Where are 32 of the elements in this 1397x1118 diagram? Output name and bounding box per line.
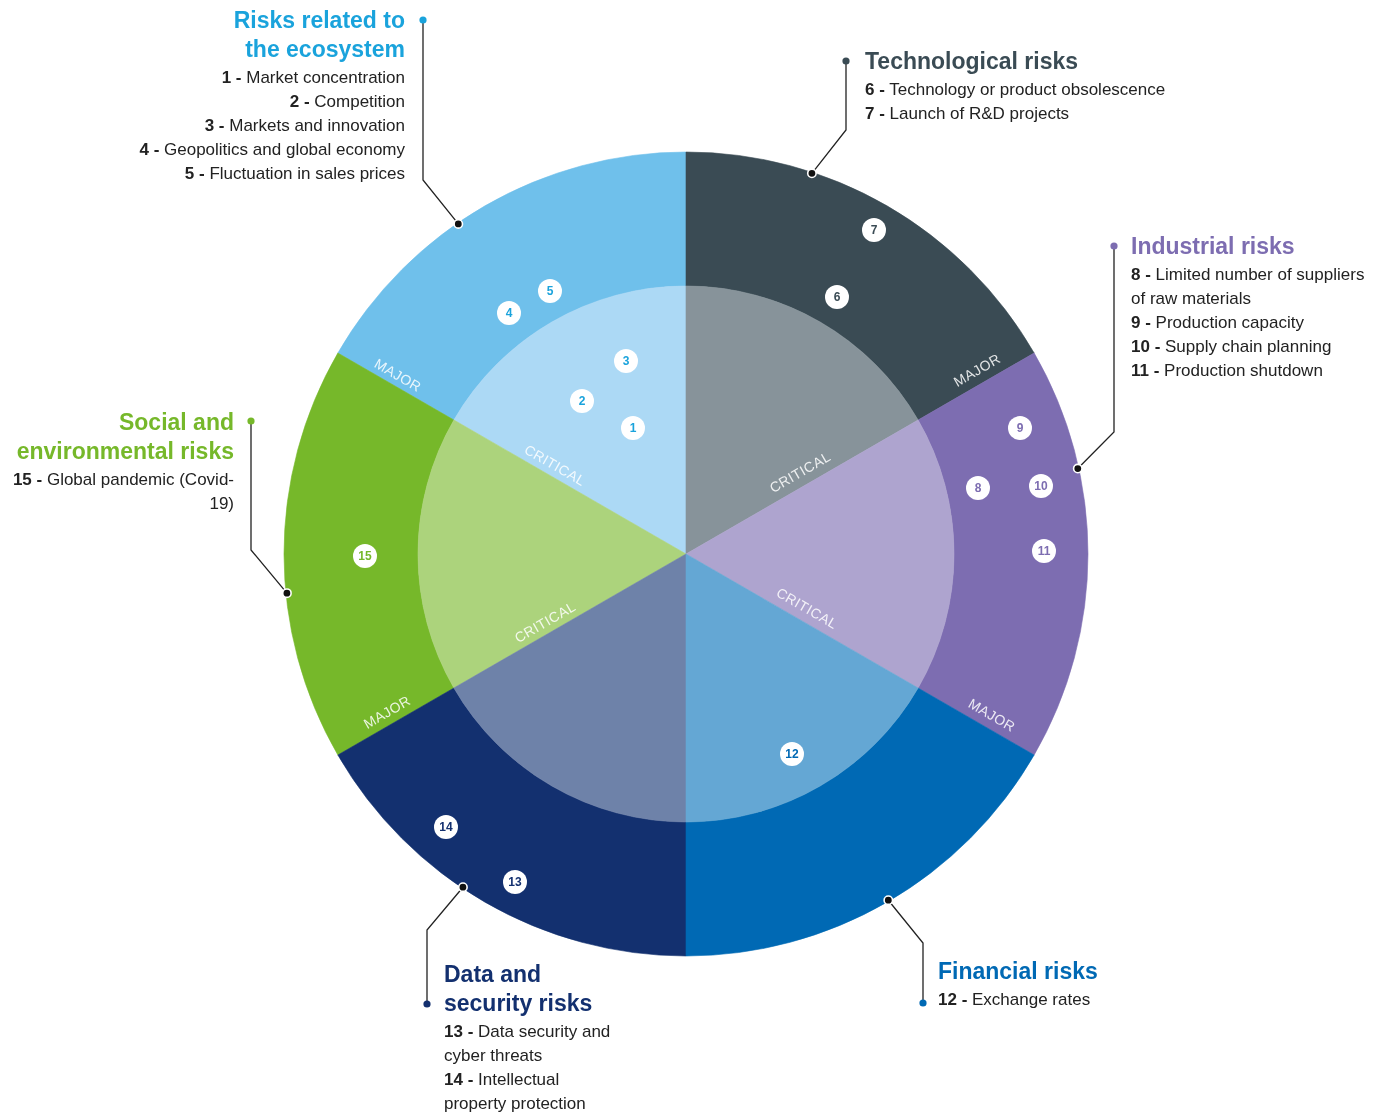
risk-item: 12 - Exchange rates <box>938 989 1092 1011</box>
risk-item: 3 - Markets and innovation <box>203 115 405 137</box>
risk-item: 1 - Market concentration <box>220 67 405 89</box>
category-heading: Industrial risks <box>1131 232 1296 261</box>
leader-line <box>806 57 850 179</box>
risk-item: 7 - Launch of R&D projects <box>865 103 1071 125</box>
pie-sector <box>685 553 1035 957</box>
category-heading: Technological risks <box>865 47 1080 76</box>
risk-item: 15 - Global pandemic (Covid-19) <box>11 469 234 515</box>
category-heading: Data and security risks <box>444 960 594 1018</box>
category-heading: Financial risks <box>938 957 1099 986</box>
risk-item: 8 - Limited number of suppliers of raw materials <box>1131 264 1366 310</box>
pie-sector <box>337 553 687 957</box>
category-heading: Social and environmental risks <box>15 408 234 466</box>
risk-item: 4 - Geopolitics and global economy <box>138 139 405 161</box>
risk-item: 9 - Production capacity <box>1131 312 1305 334</box>
risk-item: 14 - Intellectual property protection <box>444 1069 587 1115</box>
leader-line <box>419 16 464 229</box>
category-heading: Risks related to the ecosystem <box>232 6 405 64</box>
risk-item: 10 - Supply chain planning <box>1131 336 1333 358</box>
pie-sector <box>284 352 687 756</box>
pie-sector <box>685 151 1035 555</box>
leader-line <box>1072 242 1118 474</box>
risk-item: 5 - Fluctuation in sales prices <box>183 163 405 185</box>
leader-line <box>247 417 292 599</box>
leader-line <box>883 895 927 1007</box>
risk-item: 11 - Production shutdown <box>1131 360 1324 382</box>
pie-sector <box>685 352 1088 756</box>
risk-item: 13 - Data security and cyber threats <box>444 1021 612 1067</box>
risk-item: 2 - Competition <box>288 91 405 113</box>
leader-line <box>423 882 468 1008</box>
risk-item: 6 - Technology or product obsolescence <box>865 79 1167 101</box>
